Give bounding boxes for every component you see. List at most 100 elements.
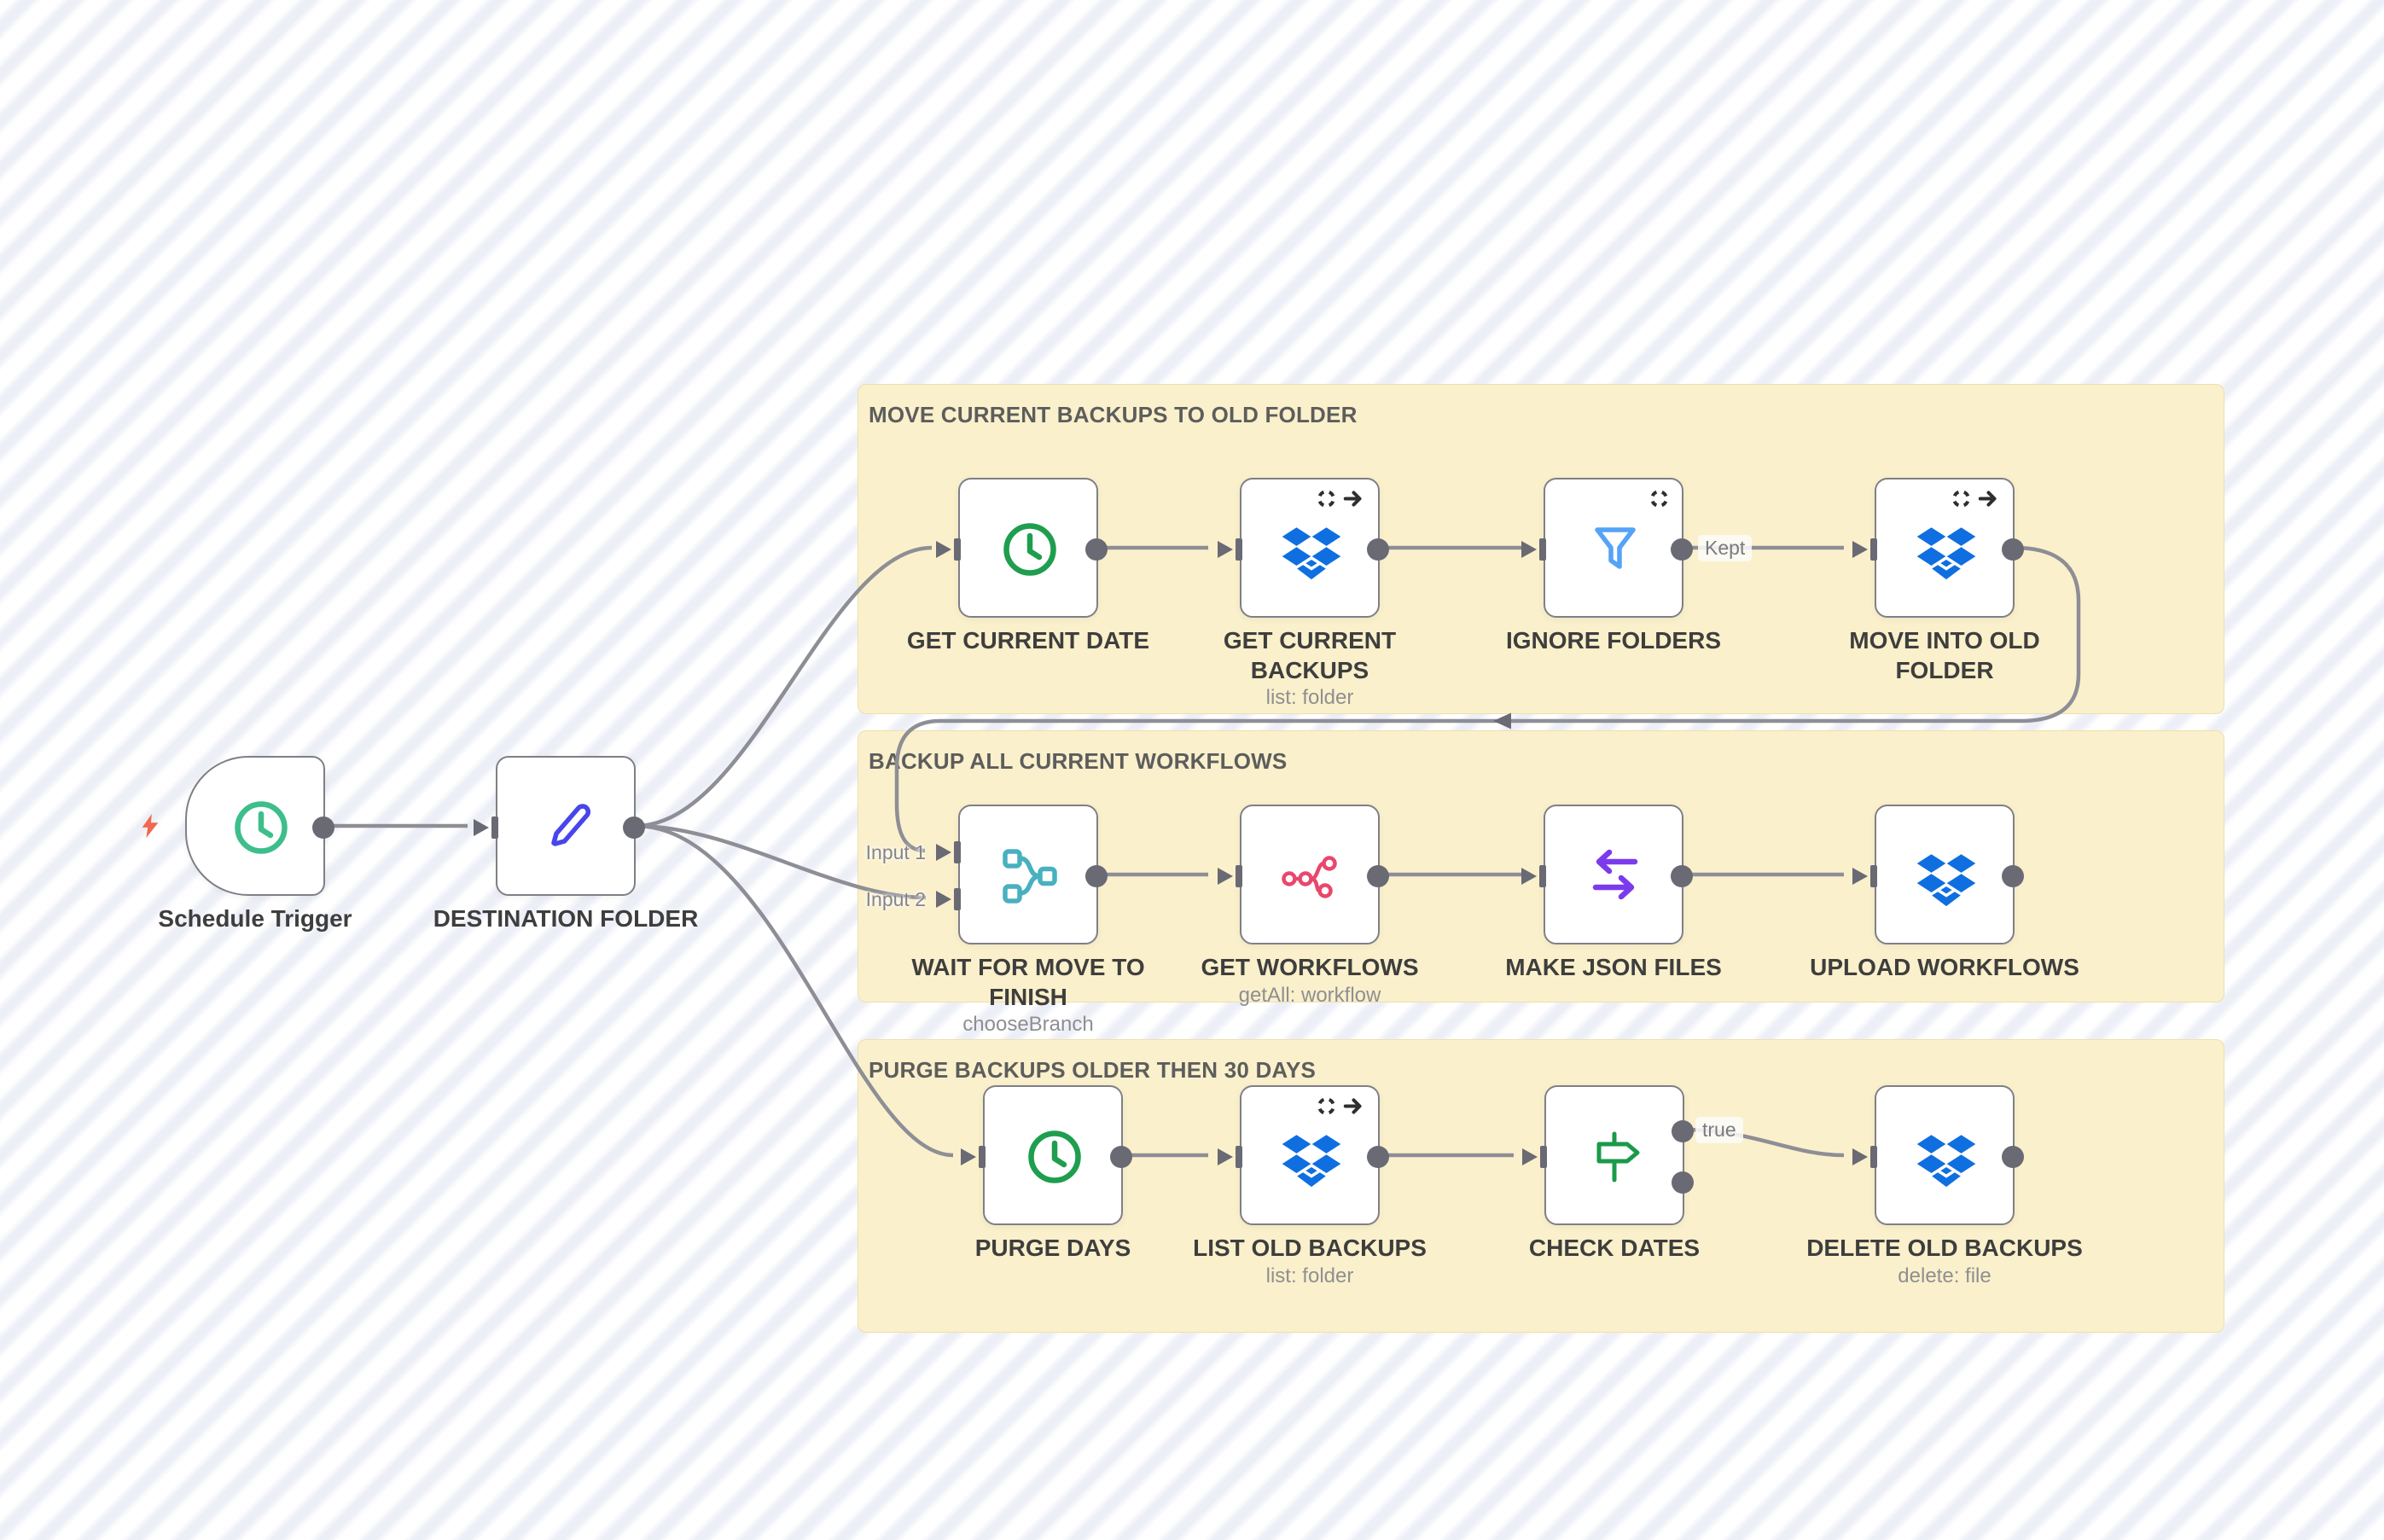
transfer-arrows-icon: [1585, 846, 1645, 906]
output-connector[interactable]: [2002, 538, 2024, 561]
node-subtitle: chooseBranch: [962, 1013, 1094, 1036]
node-label: WAIT FOR MOVE TO FINISH: [911, 954, 1145, 1010]
pencil-icon: [538, 798, 597, 857]
node-purge-days[interactable]: PURGE DAYS: [961, 1085, 1132, 1261]
node-label: MAKE JSON FILES: [1505, 954, 1722, 980]
wire-destination-to-purge-days[interactable]: [635, 823, 954, 1158]
node-subtitle: list: folder: [1265, 686, 1354, 709]
dropbox-icon: [1916, 851, 1976, 910]
wire-direction-arrow-icon: [1493, 712, 1511, 729]
input-connector[interactable]: [959, 1144, 987, 1170]
node-make-json-files[interactable]: MAKE JSON FILES: [1505, 805, 1722, 980]
input-connector[interactable]: [1851, 863, 1879, 889]
node-setting-badges: [1649, 489, 1669, 508]
input-connector[interactable]: [1216, 1144, 1244, 1170]
node-schedule-trigger[interactable]: Schedule Trigger: [158, 756, 352, 932]
clock-icon: [1025, 1127, 1084, 1187]
lightning-bolt-icon: [140, 813, 160, 839]
output-connector-false[interactable]: [1672, 1171, 1694, 1194]
wire-move-into-old-folder-to-wait-input1[interactable]: [894, 545, 2081, 853]
output-connector[interactable]: [2002, 1146, 2024, 1168]
input-connector[interactable]: [472, 815, 500, 840]
merge-icon: [1000, 846, 1060, 906]
n8n-icon: [1282, 846, 1341, 906]
wire-destination-to-wait-input2[interactable]: [635, 823, 927, 900]
retry-on-fail-badge-icon: [1952, 490, 1970, 508]
node-destination-folder[interactable]: DESTINATION FOLDER: [433, 756, 698, 932]
node-move-into-old-folder[interactable]: MOVE INTO OLD FOLDER: [1849, 478, 2040, 683]
output-connector[interactable]: [1367, 538, 1389, 561]
node-check-dates[interactable]: CHECK DATES: [1522, 1085, 1700, 1261]
continue-on-fail-badge-icon: [1978, 491, 1997, 507]
continue-on-fail-badge-icon: [1343, 1098, 1362, 1114]
input-label: Input 2: [865, 888, 926, 910]
sticky-title: MOVE CURRENT BACKUPS TO OLD FOLDER: [869, 402, 1358, 427]
node-label: LIST OLD BACKUPS: [1193, 1235, 1427, 1261]
output-branch-label-true: true: [1695, 1117, 1743, 1143]
output-connector[interactable]: [2002, 865, 2024, 887]
input-connector[interactable]: [934, 537, 962, 562]
output-connector[interactable]: [1085, 865, 1108, 887]
node-label: DESTINATION FOLDER: [433, 905, 699, 932]
input-connector[interactable]: [1521, 1144, 1549, 1170]
node-delete-old-backups[interactable]: DELETE OLD BACKUPS delete: file: [1806, 1085, 2083, 1287]
node-wait-for-move-to-finish[interactable]: Input 1 Input 2 WAIT FOR MOVE TO FINISH …: [866, 805, 1145, 1036]
dropbox-icon: [1282, 1131, 1341, 1191]
input-label: Input 1: [865, 841, 926, 863]
input-connector[interactable]: [1216, 863, 1244, 889]
output-connector[interactable]: [1085, 538, 1108, 561]
retry-on-fail-badge-icon: [1650, 490, 1668, 508]
node-setting-badges: [1317, 489, 1365, 508]
node-label: GET CURRENT BACKUPS: [1223, 627, 1397, 683]
sticky-title: BACKUP ALL CURRENT WORKFLOWS: [869, 748, 1288, 774]
node-label: GET CURRENT DATE: [906, 627, 1150, 654]
input-connector[interactable]: [1851, 1144, 1879, 1170]
output-connector[interactable]: [1671, 865, 1693, 887]
node-setting-badges: [1951, 489, 2000, 508]
node-label: IGNORE FOLDERS: [1505, 627, 1721, 654]
clock-icon: [231, 798, 291, 857]
node-upload-workflows[interactable]: UPLOAD WORKFLOWS: [1810, 805, 2079, 980]
dropbox-icon: [1916, 1131, 1976, 1191]
output-branch-label-kept: Kept: [1698, 535, 1753, 561]
output-connector[interactable]: [1367, 1146, 1389, 1168]
input-connector[interactable]: [1520, 863, 1548, 889]
input-connector-1[interactable]: [934, 840, 962, 865]
node-label: CHECK DATES: [1528, 1235, 1701, 1261]
sticky-title: PURGE BACKUPS OLDER THEN 30 DAYS: [869, 1057, 1317, 1083]
output-connector-true[interactable]: [1672, 1120, 1694, 1142]
node-label: PURGE DAYS: [974, 1235, 1131, 1261]
output-connector[interactable]: [312, 816, 334, 839]
node-label: UPLOAD WORKFLOWS: [1810, 954, 2079, 980]
node-get-current-backups[interactable]: GET CURRENT BACKUPS list: folder: [1218, 478, 1396, 709]
input-connector[interactable]: [1520, 537, 1548, 562]
input-connector-2[interactable]: [934, 886, 962, 912]
dropbox-icon: [1282, 524, 1341, 584]
node-subtitle: list: folder: [1265, 1264, 1354, 1287]
input-connector[interactable]: [1851, 537, 1879, 562]
continue-on-fail-badge-icon: [1343, 491, 1362, 507]
node-label: GET WORKFLOWS: [1201, 954, 1419, 980]
node-label: Schedule Trigger: [158, 905, 352, 932]
signpost-icon: [1586, 1127, 1646, 1187]
node-get-workflows[interactable]: GET WORKFLOWS getAll: workflow: [1201, 805, 1419, 1007]
input-connector[interactable]: [1216, 537, 1244, 562]
output-connector[interactable]: [1367, 865, 1389, 887]
node-setting-badges: [1317, 1096, 1365, 1116]
node-label: MOVE INTO OLD FOLDER: [1849, 627, 2040, 683]
node-list-old-backups[interactable]: LIST OLD BACKUPS list: folder: [1193, 1085, 1427, 1287]
output-connector[interactable]: [1671, 538, 1693, 561]
dropbox-icon: [1916, 524, 1976, 584]
node-get-current-date[interactable]: GET CURRENT DATE: [907, 478, 1149, 654]
output-connector[interactable]: [623, 816, 645, 839]
node-label: DELETE OLD BACKUPS: [1806, 1235, 2083, 1261]
wire-destination-to-get-current-date[interactable]: [635, 545, 933, 828]
node-ignore-folders[interactable]: IGNORE FOLDERS: [1506, 478, 1721, 654]
output-connector[interactable]: [1110, 1146, 1132, 1168]
retry-on-fail-badge-icon: [1317, 1097, 1335, 1115]
node-subtitle: delete: file: [1898, 1264, 1992, 1287]
clock-icon: [1000, 520, 1060, 579]
retry-on-fail-badge-icon: [1317, 490, 1335, 508]
